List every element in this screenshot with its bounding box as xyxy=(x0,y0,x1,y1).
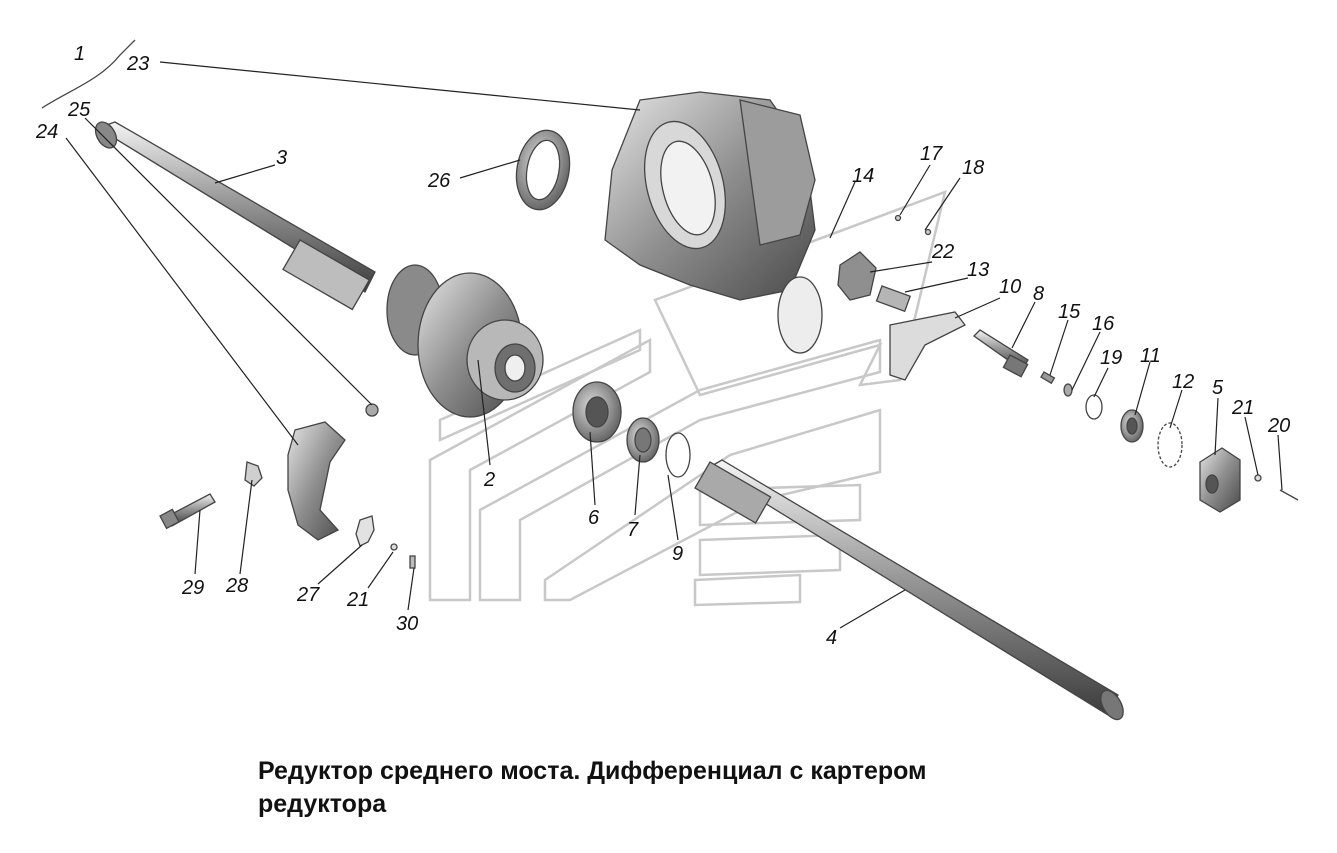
callout-5: 5 xyxy=(1212,377,1224,399)
caption-line-2: редуктора xyxy=(258,790,387,818)
part-29-bolt xyxy=(159,493,216,530)
callout-10: 10 xyxy=(999,276,1021,298)
part-25-plug xyxy=(365,403,379,417)
callout-9: 9 xyxy=(672,543,683,565)
callout-29: 29 xyxy=(181,577,204,599)
callout-11: 11 xyxy=(1140,345,1161,367)
callout-labels: 1 23 25 24 3 26 14 17 18 22 13 10 8 15 1… xyxy=(35,43,1290,649)
part-21-ball-right xyxy=(1254,474,1262,482)
part-4-half-shaft xyxy=(694,459,1124,721)
callout-23: 23 xyxy=(126,53,149,75)
caption-line-1: Редуктор среднего моста. Дифференциал с … xyxy=(258,757,927,785)
part-6-bearing xyxy=(572,381,622,443)
callout-1: 1 xyxy=(74,43,85,65)
callout-6: 6 xyxy=(588,507,600,529)
callout-4: 4 xyxy=(826,627,837,649)
callout-12: 12 xyxy=(1172,371,1194,393)
callout-16: 16 xyxy=(1092,313,1115,335)
callout-30: 30 xyxy=(396,613,418,635)
part-13-sleeve xyxy=(875,285,912,313)
part-21-ball-left xyxy=(390,543,398,551)
callout-24: 24 xyxy=(35,121,58,143)
callout-21-left: 21 xyxy=(346,589,369,611)
callout-22: 22 xyxy=(931,241,954,263)
part-11-bushing xyxy=(1120,409,1144,443)
part-1-wire xyxy=(41,39,136,109)
callout-15: 15 xyxy=(1058,301,1081,323)
part-3-half-shaft xyxy=(94,121,376,311)
callout-20: 20 xyxy=(1267,415,1290,437)
part-16-washer xyxy=(1063,383,1073,397)
part-8-rod xyxy=(972,329,1029,378)
callout-3: 3 xyxy=(276,147,287,169)
part-28-lock-plate xyxy=(244,461,263,487)
diagram-caption: Редуктор среднего моста. Дифференциал с … xyxy=(258,755,1158,821)
callout-19: 19 xyxy=(1100,347,1122,369)
callout-7: 7 xyxy=(627,519,639,541)
part-5-block xyxy=(1199,447,1241,513)
watermark-logo xyxy=(428,190,947,607)
part-20-pin xyxy=(1279,489,1299,501)
callout-17: 17 xyxy=(920,143,943,165)
part-10-lever xyxy=(889,311,966,381)
callout-13: 13 xyxy=(967,259,989,281)
part-2-differential xyxy=(386,264,544,418)
part-23-housing xyxy=(604,91,816,301)
part-15-pin xyxy=(1040,371,1056,385)
callout-18: 18 xyxy=(962,157,984,179)
callout-27: 27 xyxy=(296,584,320,606)
part-14-gasket xyxy=(777,276,823,354)
callout-21-right: 21 xyxy=(1231,397,1254,419)
part-26-ring xyxy=(515,129,571,211)
callout-14: 14 xyxy=(852,165,874,187)
part-30-pin xyxy=(409,555,416,569)
part-18-pin xyxy=(924,228,932,236)
callout-2: 2 xyxy=(483,469,495,491)
leader-lines xyxy=(65,61,1283,629)
part-17-pin xyxy=(894,214,902,222)
callout-28: 28 xyxy=(225,575,248,597)
part-24-bearing-cap xyxy=(287,421,346,541)
part-7-bearing-cup xyxy=(626,417,660,463)
part-22-flange xyxy=(837,251,877,301)
part-9-ring xyxy=(665,432,691,478)
callout-8: 8 xyxy=(1033,283,1044,305)
part-12-gasket xyxy=(1157,422,1183,468)
part-19-ring xyxy=(1085,394,1103,420)
part-27-lock-washer xyxy=(355,515,375,547)
callout-26: 26 xyxy=(427,170,451,192)
callout-25: 25 xyxy=(67,99,91,121)
